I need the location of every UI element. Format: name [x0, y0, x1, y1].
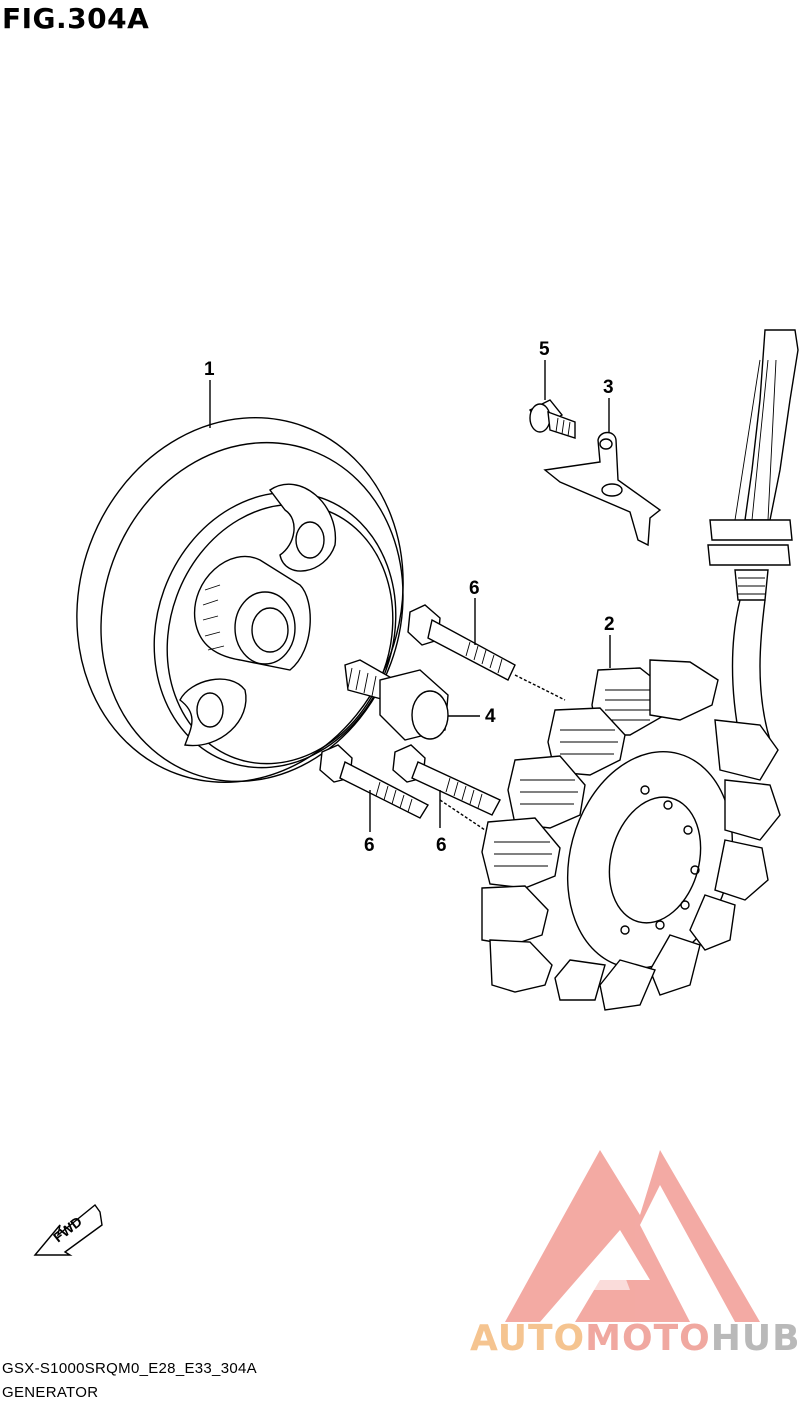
callout-1: 1 — [204, 359, 215, 380]
wire-harness — [707, 329, 799, 741]
watermark-emblem — [505, 1150, 760, 1322]
callout-3: 3 — [603, 377, 614, 398]
bracket-part-3: 3 — [543, 377, 662, 547]
callout-6-left: 6 — [364, 835, 375, 856]
watermark-moto: MOTO — [585, 1318, 711, 1359]
callout-6-upper: 6 — [469, 578, 480, 599]
stator-part: 2 — [481, 614, 781, 1011]
screw-part-6-upper: 6 — [407, 578, 566, 701]
diagram-code: GSX-S1000SRQM0_E28_E33_304A — [2, 1360, 257, 1377]
watermark-hub: HUB — [710, 1318, 800, 1359]
watermark-auto: AUTO — [470, 1318, 586, 1359]
rotor-part: 1 — [76, 359, 404, 783]
figure-title: FIG.304A — [2, 2, 150, 35]
callout-2: 2 — [604, 614, 615, 635]
bolt-part-5: 5 — [528, 339, 576, 439]
callout-5: 5 — [539, 339, 550, 360]
callout-6-right: 6 — [436, 835, 447, 856]
screw-part-6-lower-right: 6 — [392, 744, 501, 856]
fwd-arrow: FWD — [33, 1203, 103, 1256]
diagram-name: GENERATOR — [2, 1384, 99, 1401]
screw-part-6-lower-left: 6 — [319, 744, 429, 856]
callout-4: 4 — [485, 706, 496, 727]
bolt-part-4: 4 — [344, 659, 496, 741]
watermark-logo-text: AUTOMOTOHUB — [470, 1318, 800, 1359]
